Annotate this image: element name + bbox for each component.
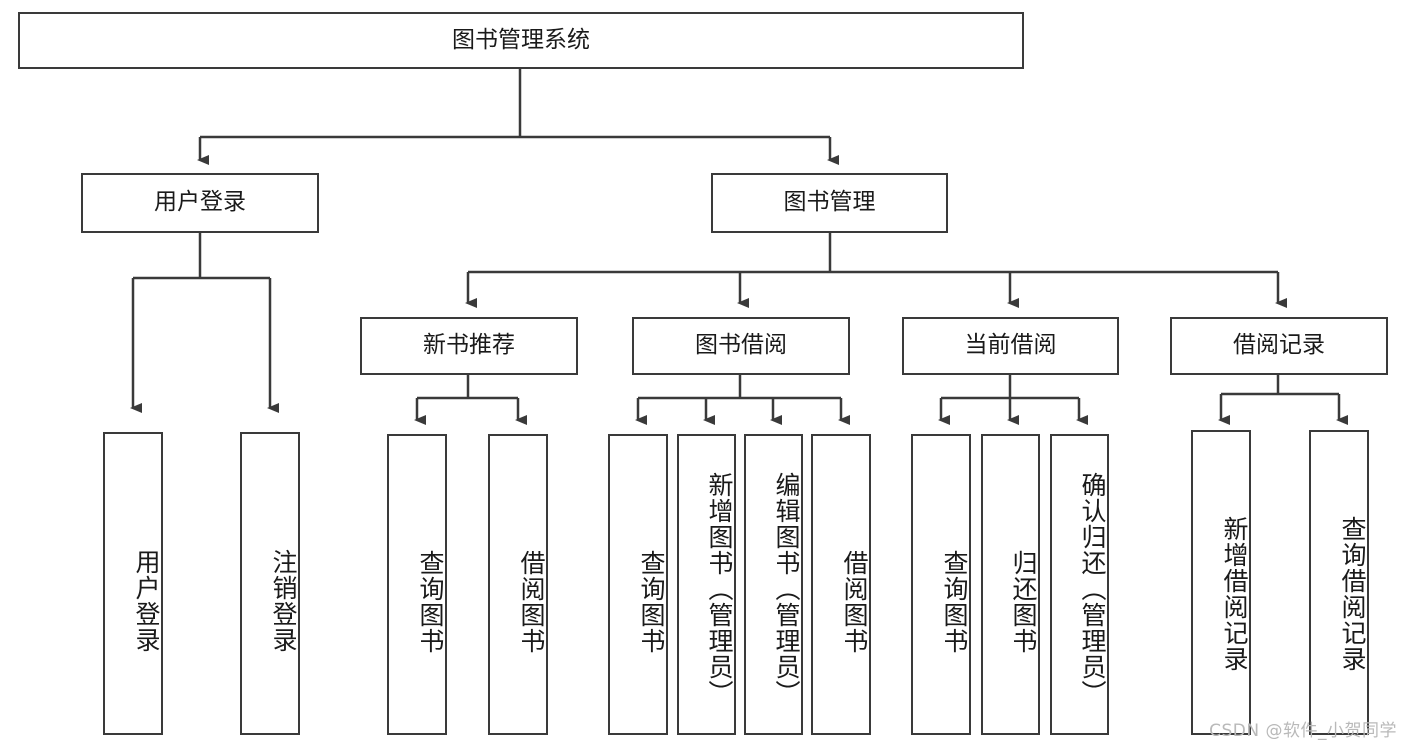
- node-leaf-add-borrow-record-label: 新增借阅记录: [1220, 515, 1249, 672]
- node-leaf-edit-book[interactable]: 编辑图书（管理员）: [744, 434, 803, 735]
- node-user-login-label: 用户登录: [154, 189, 246, 216]
- node-leaf-add-book[interactable]: 新增图书（管理员）: [677, 434, 736, 735]
- node-new-book-recommend-label: 新书推荐: [423, 332, 515, 359]
- node-leaf-user-login-label: 用户登录: [132, 548, 161, 653]
- node-current-borrow[interactable]: 当前借阅: [902, 317, 1119, 375]
- node-leaf-confirm-return[interactable]: 确认归还（管理员）: [1050, 434, 1109, 735]
- node-leaf-logout[interactable]: 注销登录: [240, 432, 300, 735]
- node-borrow-record[interactable]: 借阅记录: [1170, 317, 1388, 375]
- node-leaf-query-book-borrow-label: 查询图书: [637, 549, 666, 654]
- node-leaf-user-login[interactable]: 用户登录: [103, 432, 163, 735]
- node-leaf-return-book-label: 归还图书: [1009, 549, 1038, 654]
- node-leaf-borrow-book-label: 借阅图书: [840, 549, 869, 654]
- node-leaf-query-book-borrow[interactable]: 查询图书: [608, 434, 668, 735]
- node-book-borrow-label: 图书借阅: [695, 332, 787, 359]
- node-user-login[interactable]: 用户登录: [81, 173, 319, 233]
- node-leaf-return-book[interactable]: 归还图书: [981, 434, 1040, 735]
- node-leaf-edit-book-label: 编辑图书（管理员）: [772, 471, 801, 706]
- node-leaf-query-borrow-record-label: 查询借阅记录: [1338, 515, 1367, 672]
- node-leaf-confirm-return-label: 确认归还（管理员）: [1078, 471, 1107, 706]
- node-leaf-logout-label: 注销登录: [269, 548, 298, 653]
- node-leaf-query-book-newbook[interactable]: 查询图书: [387, 434, 447, 735]
- node-leaf-query-book-current-label: 查询图书: [940, 549, 969, 654]
- node-root-label: 图书管理系统: [452, 26, 590, 53]
- node-leaf-query-book-newbook-label: 查询图书: [416, 549, 445, 654]
- node-book-management[interactable]: 图书管理: [711, 173, 948, 233]
- node-leaf-add-book-label: 新增图书（管理员）: [705, 471, 734, 706]
- node-new-book-recommend[interactable]: 新书推荐: [360, 317, 578, 375]
- node-book-borrow[interactable]: 图书借阅: [632, 317, 850, 375]
- node-leaf-borrow-book[interactable]: 借阅图书: [811, 434, 871, 735]
- node-leaf-query-book-current[interactable]: 查询图书: [911, 434, 971, 735]
- node-leaf-borrow-book-newbook-label: 借阅图书: [517, 549, 546, 654]
- node-leaf-add-borrow-record[interactable]: 新增借阅记录: [1191, 430, 1251, 735]
- node-book-management-label: 图书管理: [783, 189, 876, 216]
- csdn-watermark: CSDN @软件_小贺同学: [1209, 721, 1397, 741]
- node-leaf-query-borrow-record[interactable]: 查询借阅记录: [1309, 430, 1369, 735]
- node-current-borrow-label: 当前借阅: [964, 332, 1057, 359]
- node-leaf-borrow-book-newbook[interactable]: 借阅图书: [488, 434, 548, 735]
- node-borrow-record-label: 借阅记录: [1233, 332, 1325, 359]
- node-root[interactable]: 图书管理系统: [18, 12, 1024, 69]
